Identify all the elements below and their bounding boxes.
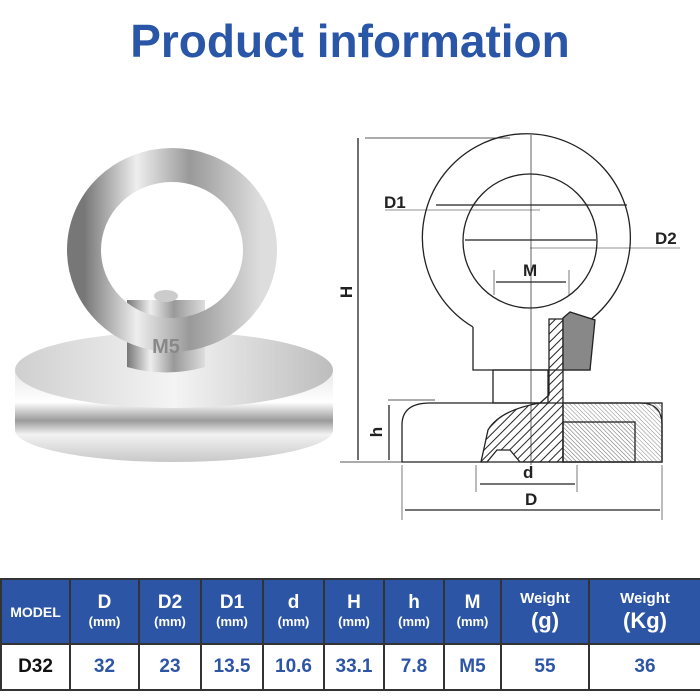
cell-D2: 23 <box>138 643 202 691</box>
cell-weight-g: 55 <box>500 643 590 691</box>
header-H: H(mm) <box>323 578 385 645</box>
label-h: h <box>367 427 386 437</box>
header-D1: D1(mm) <box>200 578 264 645</box>
engraving-text: M5 <box>152 336 180 358</box>
cell-D1: 13.5 <box>200 643 264 691</box>
header-M: M(mm) <box>443 578 502 645</box>
cell-M: M5 <box>443 643 502 691</box>
eye-bolt: M5 <box>67 148 277 373</box>
header-model: MODEL <box>0 578 71 645</box>
cell-H: 33.1 <box>323 643 385 691</box>
label-M: M <box>523 261 537 280</box>
header-D2: D2(mm) <box>138 578 202 645</box>
header-weight-g: Weight(g) <box>500 578 590 645</box>
cell-D: 32 <box>69 643 140 691</box>
label-H: H <box>337 286 356 298</box>
spec-table: MODEL D(mm) D2(mm) D1(mm) d(mm) H(mm) h(… <box>0 578 700 691</box>
product-photo: M5 D1 D2 M H h d D <box>15 133 680 520</box>
table-row: D32 32 23 13.5 10.6 33.1 7.8 M5 55 36 <box>0 643 700 691</box>
cell-model: D32 <box>0 643 71 691</box>
label-d: d <box>523 463 533 482</box>
header-d: d(mm) <box>262 578 325 645</box>
cell-weight-kg: 36 <box>588 643 700 691</box>
magnet-base <box>15 332 333 462</box>
cell-d: 10.6 <box>262 643 325 691</box>
header-h: h(mm) <box>383 578 445 645</box>
table-header-row: MODEL D(mm) D2(mm) D1(mm) d(mm) H(mm) h(… <box>0 578 700 645</box>
header-weight-kg: Weight(Kg) <box>588 578 700 645</box>
cell-h: 7.8 <box>383 643 445 691</box>
label-D1: D1 <box>384 193 406 212</box>
diagram-labels: D1 D2 M H h d D <box>337 193 677 509</box>
label-D2: D2 <box>655 229 677 248</box>
technical-diagram <box>340 133 680 520</box>
page-title: Product information <box>130 15 570 67</box>
header-D: D(mm) <box>69 578 140 645</box>
label-D: D <box>525 490 537 509</box>
